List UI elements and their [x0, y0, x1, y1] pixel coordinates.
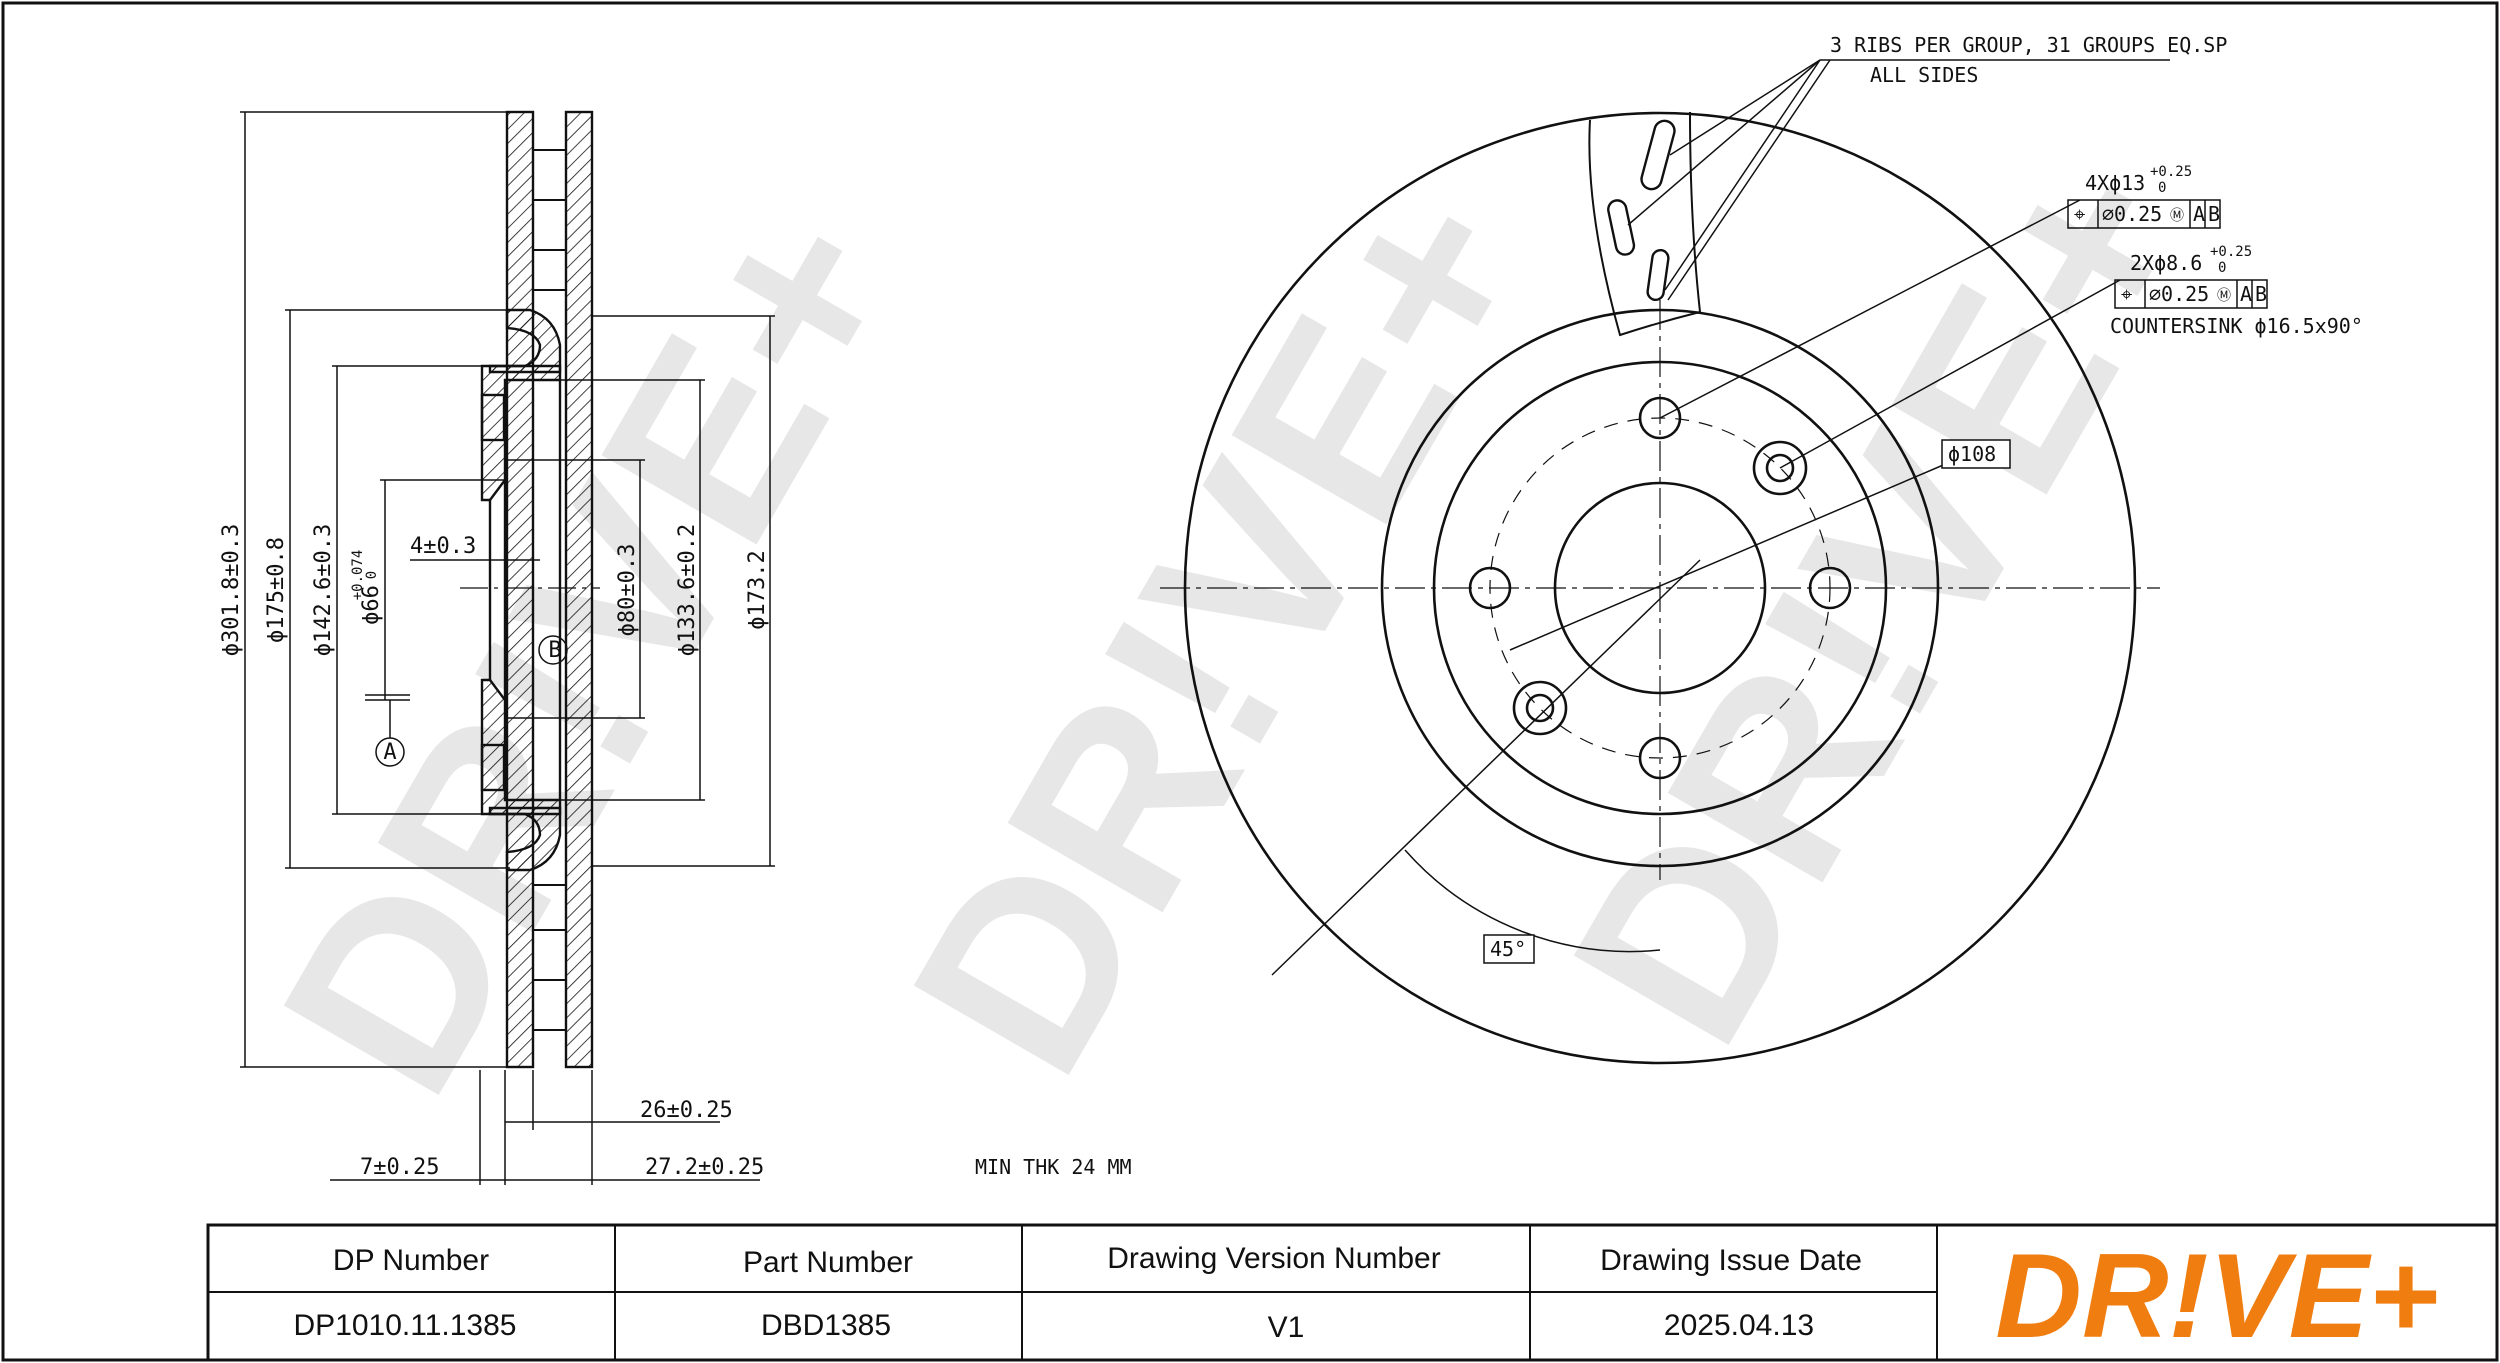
holes-4x-label: 4Xϕ13 [2085, 171, 2145, 195]
rib-cutaway [1588, 111, 1702, 337]
rib-1 [1640, 119, 1676, 191]
holes-2x-label: 2Xϕ8.6 [2130, 251, 2202, 275]
hat-neck-lower [488, 806, 562, 872]
datum-b-label: B [548, 638, 561, 663]
value-dp-number: DP1010.11.1385 [294, 1309, 517, 1342]
dim-hub-133: ϕ133.6±0.2 [675, 524, 700, 656]
value-part-number: DBD1385 [761, 1309, 891, 1342]
bolt-hole-section-upper [480, 393, 506, 442]
countersink-hole-sw-outer [1512, 680, 1568, 736]
dim-outer-diameter: ϕ301.8±0.3 [219, 524, 244, 656]
header-dp-number: DP Number [333, 1244, 489, 1277]
dim-bore-tol-lower: 0 [364, 571, 380, 579]
fcf-4x-symbol: ⌖ [2074, 202, 2085, 226]
countersink-hole-ne-outer [1752, 440, 1808, 496]
holes-2x-tol-upper: +0.25 [2210, 244, 2252, 260]
dim-thickness: 26±0.25 [640, 1098, 733, 1123]
title-block: DP Number Part Number Drawing Version Nu… [206, 1223, 2499, 1363]
section-dimension-lines [240, 111, 775, 1185]
angle-box [1483, 934, 1535, 964]
value-drawing-version: V1 [1268, 1311, 1305, 1344]
dim-bore-diameter: ϕ66 [359, 585, 384, 625]
fcf-2x: ⌖ ⌀0.25 Ⓜ A B [2114, 279, 2268, 309]
dim-flange-diameter: ϕ142.6±0.3 [311, 524, 336, 656]
dim-bore-tol-upper: +0.074 [350, 550, 366, 601]
header-issue-date: Drawing Issue Date [1600, 1244, 1862, 1277]
countersink-hole-sw-inner [1525, 693, 1555, 723]
pcd-label: ϕ108 [1948, 442, 1996, 466]
holes-2x-tol-lower: 0 [2218, 260, 2226, 276]
fcf-2x-datum-b: B [2255, 282, 2267, 306]
hat-neck-upper [488, 308, 562, 374]
countersink-note: COUNTERSINK ϕ16.5x90° [2110, 314, 2363, 338]
dim-hub-offset: 4±0.3 [410, 534, 476, 559]
section-ring-right [564, 110, 594, 1069]
dim-total-height: 27.2±0.25 [645, 1155, 764, 1180]
fcf-4x-datum-a: A [2193, 202, 2205, 226]
holes-4x-tol-lower: 0 [2158, 180, 2166, 196]
rib-2 [1607, 199, 1636, 256]
section-dimension-texts: ϕ301.8±0.3 ϕ175±0.8 ϕ142.6±0.3 ϕ66 +0.07… [219, 524, 1132, 1180]
section-vanes [533, 149, 566, 1031]
dim-hat-173: ϕ173.2 [745, 550, 770, 629]
dim-hat-height: 7±0.25 [360, 1155, 439, 1180]
front-leader-lines [1271, 59, 2170, 976]
value-issue-date: 2025.04.13 [1664, 1309, 1814, 1342]
brand-logo: DR!VE+ [1995, 1229, 2438, 1363]
fcf-4x: ⌖ ⌀0.25 Ⓜ A B [2067, 199, 2221, 229]
fcf-4x-mmc: Ⓜ [2170, 208, 2184, 224]
countersink-hole-ne-inner [1765, 453, 1795, 483]
fcf-2x-datum-a: A [2240, 282, 2252, 306]
fcf-4x-tol: ⌀0.25 [2102, 202, 2162, 226]
section-ring-left [505, 110, 535, 1069]
min-thickness-note: MIN THK 24 MM [975, 1155, 1132, 1179]
fcf-2x-tol: ⌀0.25 [2149, 282, 2209, 306]
fcf-2x-mmc: Ⓜ [2217, 288, 2231, 304]
ribs-note: 3 RIBS PER GROUP, 31 GROUPS EQ.SP [1830, 33, 2227, 57]
watermark-center: DR!VE+ [857, 141, 1589, 1118]
fcf-2x-symbol: ⌖ [2121, 282, 2132, 306]
holes-4x-tol-upper: +0.25 [2150, 164, 2192, 180]
header-part-number: Part Number [743, 1246, 913, 1279]
bolt-hole-section-lower [480, 743, 506, 792]
fcf-4x-datum-b: B [2208, 202, 2220, 226]
datum-a-label: A [383, 740, 396, 765]
header-drawing-version: Drawing Version Number [1107, 1242, 1440, 1275]
front-annotations: 3 RIBS PER GROUP, 31 GROUPS EQ.SP ALL SI… [1483, 33, 2363, 964]
dim-hat-diameter: ϕ175±0.8 [264, 537, 289, 643]
angle-label: 45° [1490, 937, 1526, 961]
rib-3 [1646, 248, 1670, 302]
pcd-box [1941, 439, 2011, 469]
dim-hub-bore-80: ϕ80±0.3 [615, 544, 640, 637]
all-sides-note: ALL SIDES [1870, 63, 1978, 87]
